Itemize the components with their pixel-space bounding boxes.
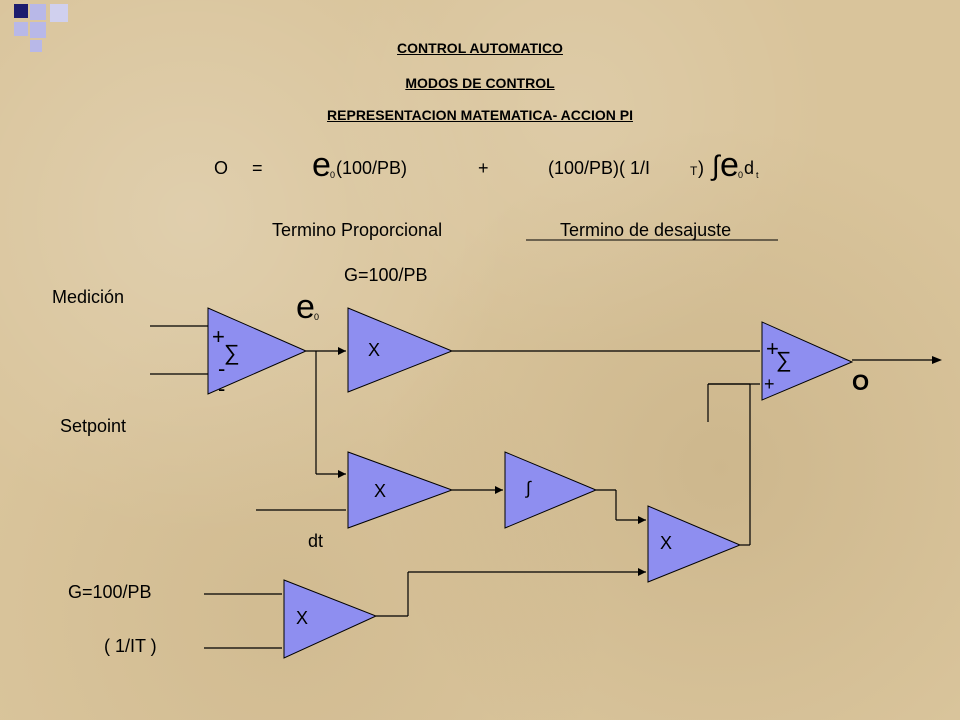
output-label: O [852, 370, 870, 395]
integrator-label: ∫ [526, 478, 531, 498]
label-setpoint: Setpoint [60, 416, 127, 436]
multiplier-block-4 [283, 579, 378, 659]
eq-equals: = [252, 158, 263, 178]
label-gain: G=100/PB [344, 265, 428, 285]
eq-d: d [744, 158, 755, 178]
label-inv-it: ( 1/IT ) [104, 636, 157, 656]
arrowheads [338, 347, 942, 576]
blocks [207, 307, 854, 659]
mult1-label: X [368, 340, 381, 360]
eq-integral: ∫ [712, 150, 720, 181]
eq-plus: + [478, 158, 489, 178]
signal-lines [150, 325, 934, 649]
eq-output: O [214, 158, 229, 178]
eq-close: ) [698, 158, 704, 178]
eq-error-2: e [720, 146, 739, 184]
eq-error-subscript: 0 [330, 170, 336, 180]
eq-term1: (100/PB) [336, 158, 408, 178]
sum2-sigma-icon: ∑ [776, 347, 792, 372]
multiplier-block-1 [347, 307, 454, 393]
sum1-minus: - [218, 356, 226, 381]
mult3-label: X [660, 533, 673, 553]
eq-error-2-subscript: 0 [738, 170, 744, 180]
sum2-plus-1: + [766, 336, 779, 361]
eq-T: T [690, 164, 698, 178]
error-signal-label: e [296, 288, 315, 326]
page-subtitle: MODOS DE CONTROL [405, 75, 555, 91]
label-dt: dt [308, 531, 324, 551]
mult2-label: X [374, 481, 387, 501]
label-termino-desajuste: Termino de desajuste [560, 220, 732, 240]
page-title: CONTROL AUTOMATICO [397, 40, 563, 56]
error-signal-subscript: 0 [314, 312, 320, 322]
sum1-minus-2: - [218, 376, 226, 401]
section-title: REPRESENTACION MATEMATICA- ACCION PI [327, 107, 633, 123]
sum1-plus: + [212, 324, 225, 349]
sum2-plus-2: + [764, 374, 775, 394]
label-gain-bottom: G=100/PB [68, 582, 152, 602]
integrator-block [504, 451, 598, 529]
mult4-label: X [296, 608, 309, 628]
eq-error: e [312, 146, 331, 184]
multiplier-block-2 [347, 451, 454, 529]
sum-block-1 [207, 307, 308, 395]
eq-t: t [756, 170, 759, 180]
sum-block-2 [761, 321, 854, 401]
sum1-sigma-icon: ∑ [224, 340, 240, 365]
label-medicion: Medición [52, 287, 125, 307]
eq-term2: (100/PB)( 1/I [548, 158, 651, 178]
multiplier-block-3 [647, 505, 742, 583]
label-termino-proporcional: Termino Proporcional [272, 220, 443, 240]
